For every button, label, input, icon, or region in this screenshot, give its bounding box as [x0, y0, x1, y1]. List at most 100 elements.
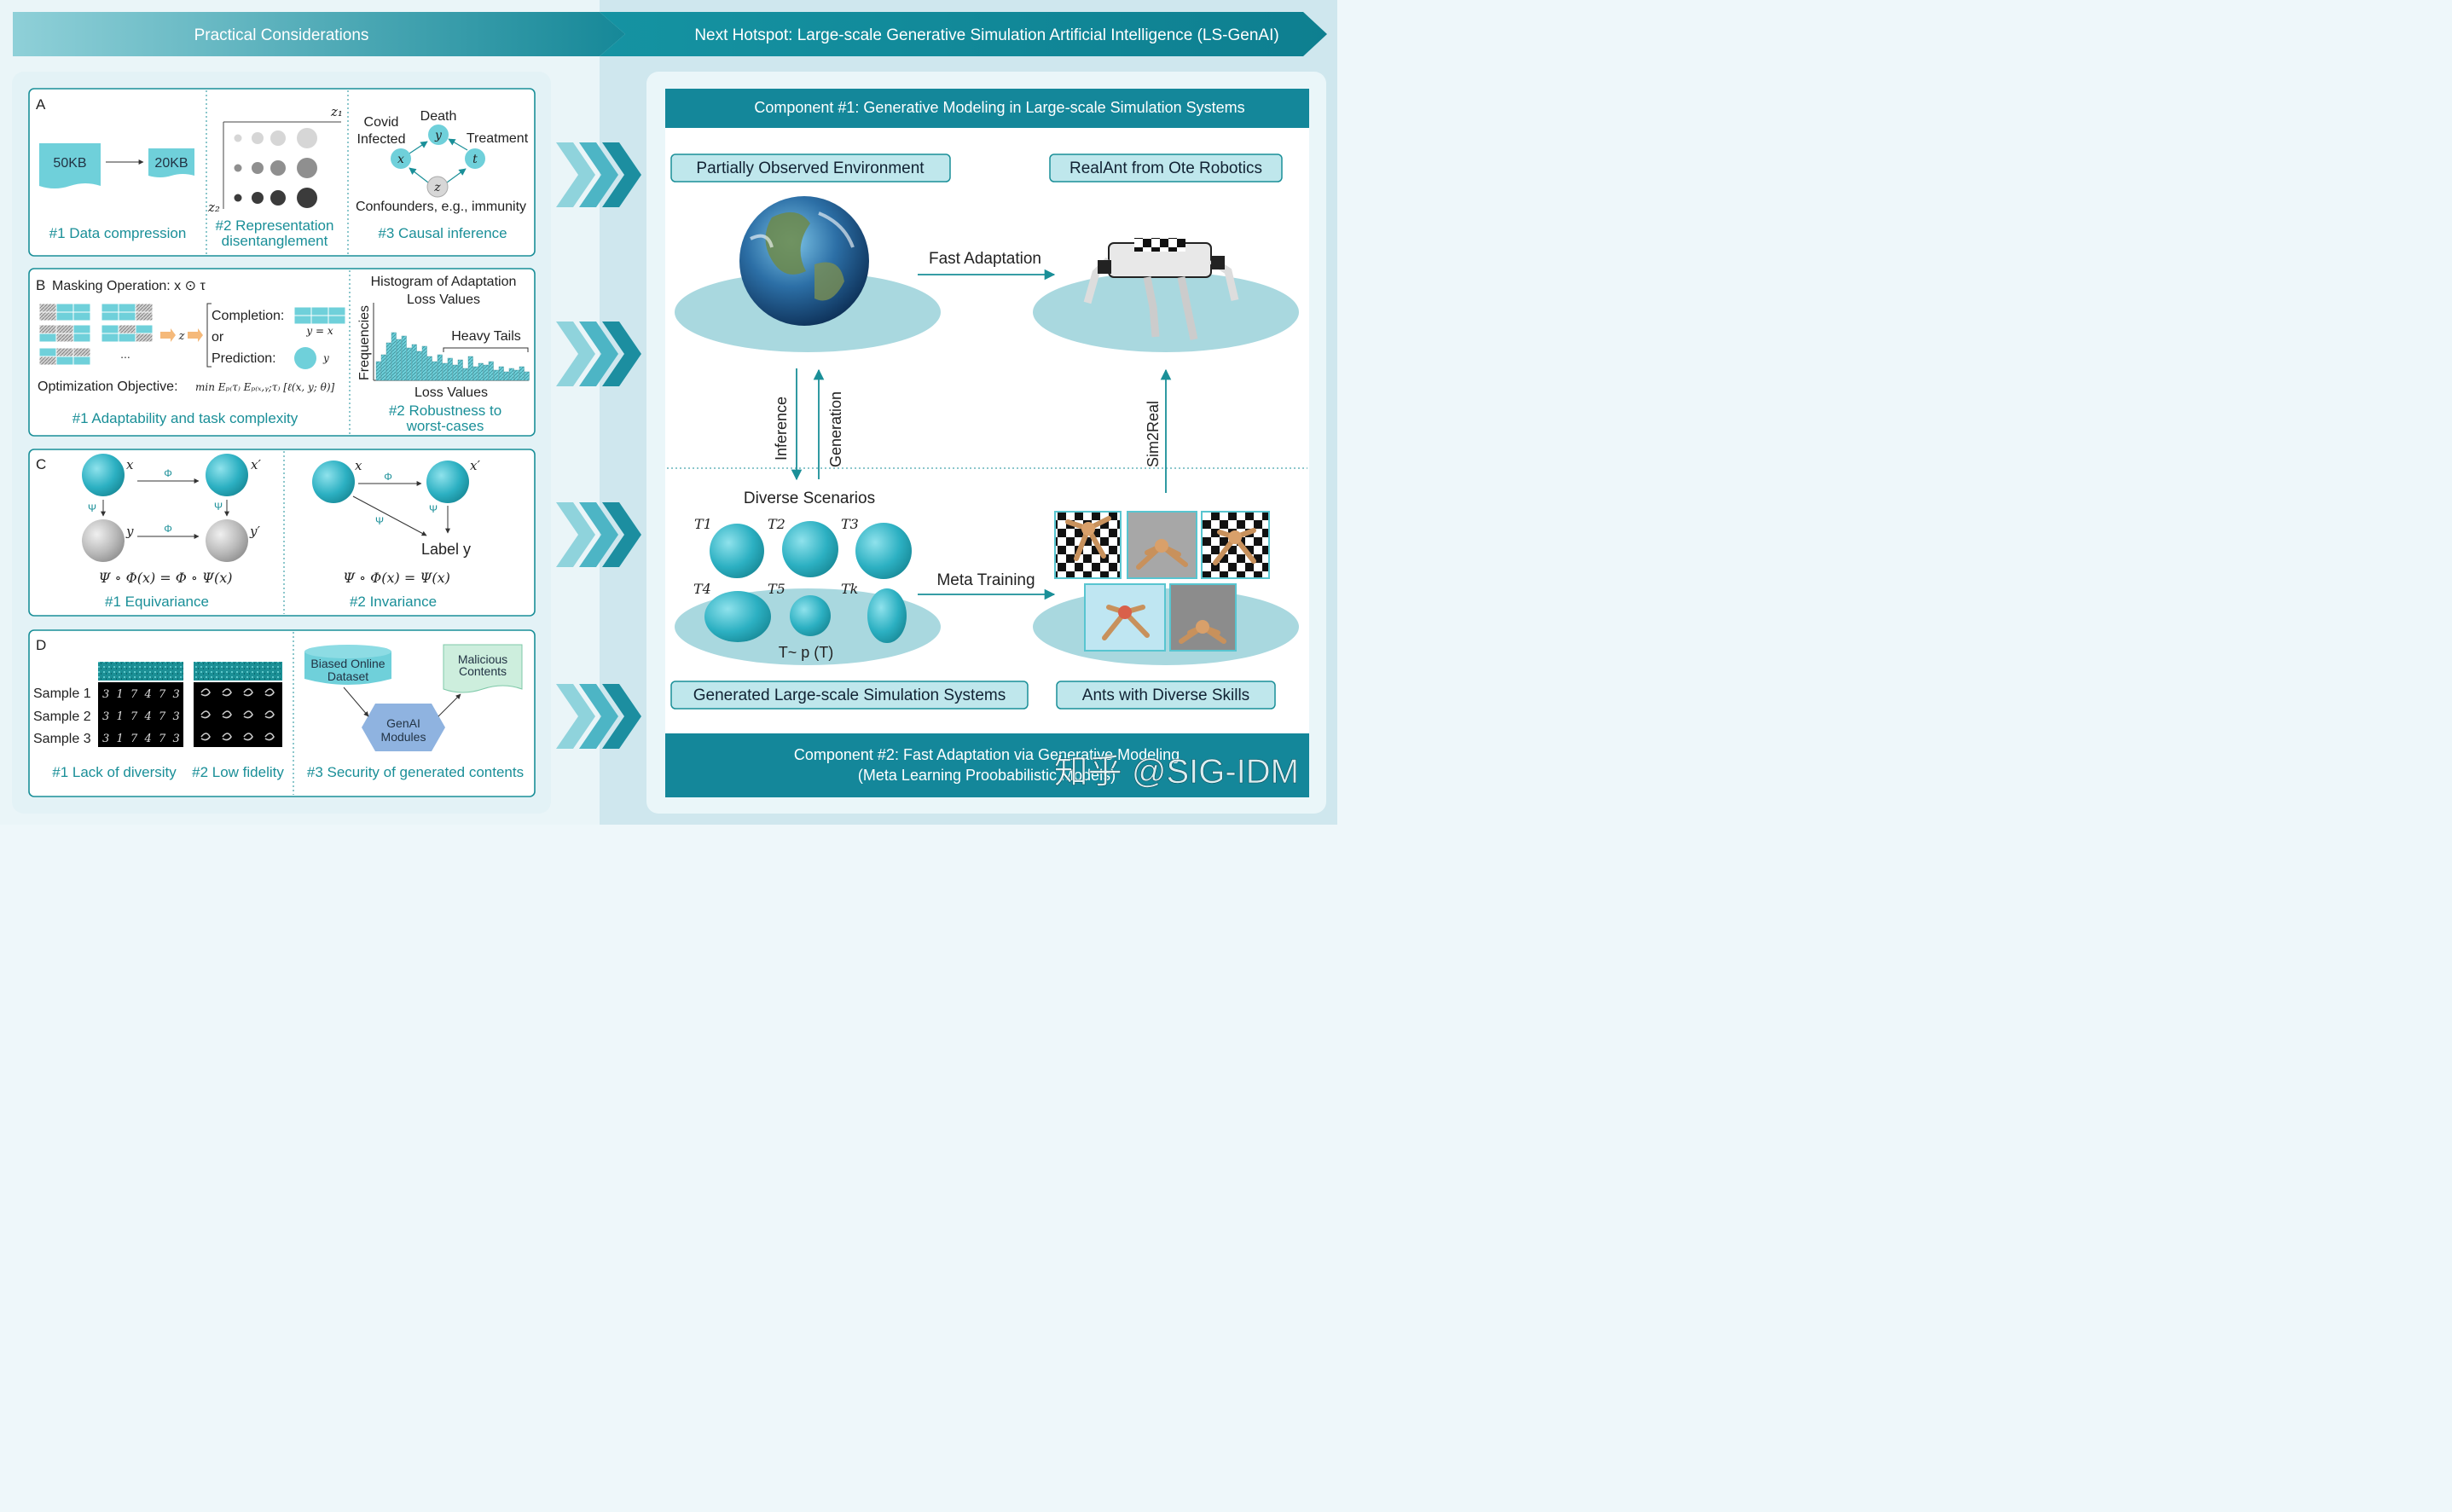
hist-bar	[519, 366, 525, 381]
sample-1-label: Sample 1	[33, 686, 91, 701]
objective-label: Optimization Objective:	[38, 379, 178, 394]
axis-z2: z₂	[207, 200, 220, 215]
task-label-t3: T3	[841, 516, 859, 532]
caption-low-fidelity: #2 Low fidelity	[192, 764, 284, 780]
digit-glyph: 1	[117, 733, 124, 745]
latent-dot	[297, 188, 317, 208]
mask-cell	[55, 324, 74, 334]
latent-dot	[270, 190, 286, 206]
mask-cell	[118, 303, 136, 313]
latent-dot	[234, 164, 242, 172]
caption-representation: #2 Representation	[216, 217, 334, 234]
latent-dot	[252, 132, 264, 144]
task-globe-t2	[782, 521, 838, 577]
mask-cell	[38, 311, 57, 322]
chevron-arrow	[579, 684, 618, 749]
panel-b-letter: B	[36, 277, 45, 293]
mask-cell	[118, 324, 136, 334]
hist-bar	[483, 364, 489, 381]
disentanglement-plot: z₁ z₂	[207, 104, 343, 215]
var-t: t	[472, 153, 478, 166]
chevron-arrow	[556, 684, 595, 749]
blurry-glyph	[200, 710, 211, 719]
eq-y: y	[125, 524, 134, 539]
equivariance-formula: Ψ ∘ Φ(x) = Φ ∘ Ψ(x)	[99, 570, 233, 586]
genai-modules-icon: GenAI Modules	[362, 704, 445, 751]
mask-cell	[55, 333, 74, 343]
banner-right: Next Hotspot: Large-scale Generative Sim…	[600, 12, 1327, 56]
generated-text: Generated Large-scale Simulation Systems	[693, 686, 1006, 704]
hist-bar	[411, 344, 417, 381]
hist-bar	[478, 362, 484, 381]
size-after: 20KB	[154, 156, 188, 171]
banner-right-title: Next Hotspot: Large-scale Generative Sim…	[694, 26, 1278, 44]
hist-bar	[380, 354, 386, 381]
globe-xp	[206, 454, 248, 496]
label-y: Label y	[421, 541, 471, 558]
chevron-arrow	[556, 142, 595, 207]
latent-z: z	[178, 330, 185, 343]
digit-glyph: 7	[130, 688, 138, 701]
causal-graph: Covid Infected Death Treatment x y t z C…	[356, 109, 529, 214]
digit-glyph: 4	[144, 710, 152, 723]
mask-cell	[72, 356, 91, 366]
realant-robot	[1083, 238, 1239, 340]
blurry-glyph	[222, 710, 232, 719]
hist-bar	[432, 361, 438, 381]
mask-cell	[135, 324, 154, 334]
caption-worst-cases: worst-cases	[406, 418, 484, 434]
eq-xp: x′	[251, 457, 261, 472]
mask-cell	[118, 311, 136, 322]
caption-causal-inference: #3 Causal inference	[378, 225, 507, 241]
digit-glyph: 3	[102, 710, 109, 723]
caption-robustness: #2 Robustness to	[389, 403, 501, 419]
digit-grid-2	[194, 682, 282, 747]
component2-footer	[665, 733, 1309, 797]
task-globe-t3	[855, 523, 912, 579]
chevron-arrow	[579, 322, 618, 386]
label-realant: RealAnt from Ote Robotics	[1049, 154, 1283, 182]
hist-title-2: Loss Values	[407, 293, 480, 307]
hist-bar	[437, 354, 443, 381]
genai-label-1: GenAI	[386, 716, 420, 730]
malicious-label-2: Contents	[459, 664, 507, 678]
latent-dot	[234, 134, 242, 142]
caption-disentanglement: disentanglement	[222, 233, 328, 249]
label-ants: Ants with Diverse Skills	[1056, 681, 1276, 710]
mask-cell	[38, 324, 57, 334]
hist-title-1: Histogram of Adaptation	[371, 275, 517, 289]
hist-bar	[488, 361, 494, 381]
mask-cell	[72, 347, 91, 357]
latent-dot	[270, 130, 286, 146]
figure-canvas: Practical Considerations Next Hotspot: L…	[0, 0, 1337, 825]
caption-invariance: #2 Invariance	[350, 594, 437, 610]
realant-text: RealAnt from Ote Robotics	[1069, 159, 1262, 177]
malicious-label-1: Malicious	[458, 652, 507, 666]
latent-dot	[234, 194, 242, 202]
prediction-label: Prediction:	[212, 351, 276, 366]
mask-cell	[101, 324, 119, 334]
digit-glyph: 3	[102, 733, 109, 745]
hist-bar	[442, 362, 448, 381]
invariance-formula: Ψ ∘ Φ(x) = Ψ(x)	[343, 570, 450, 586]
task-globe-t4	[704, 591, 771, 642]
blurry-glyph	[243, 688, 253, 697]
ant-snapshot-1	[1054, 511, 1122, 579]
mask-cell	[101, 333, 119, 343]
hist-bar	[467, 356, 473, 381]
hist-bar	[406, 347, 412, 381]
banner-left: Practical Considerations	[13, 12, 625, 56]
mask-cell	[38, 347, 57, 357]
chevron-arrow	[579, 142, 618, 207]
blurry-glyph	[264, 733, 275, 741]
eq-yp: y′	[249, 524, 260, 539]
latent-dot	[270, 160, 286, 176]
caption-equivariance: #1 Equivariance	[105, 594, 209, 610]
ellipsis: ...	[120, 347, 130, 361]
latent-dot	[297, 128, 317, 148]
digit-glyph: 4	[144, 733, 152, 745]
digit-glyph: 4	[144, 688, 152, 701]
component1-title: Component #1: Generative Modeling in Lar…	[754, 99, 1244, 116]
axis-z1: z₁	[330, 104, 343, 119]
